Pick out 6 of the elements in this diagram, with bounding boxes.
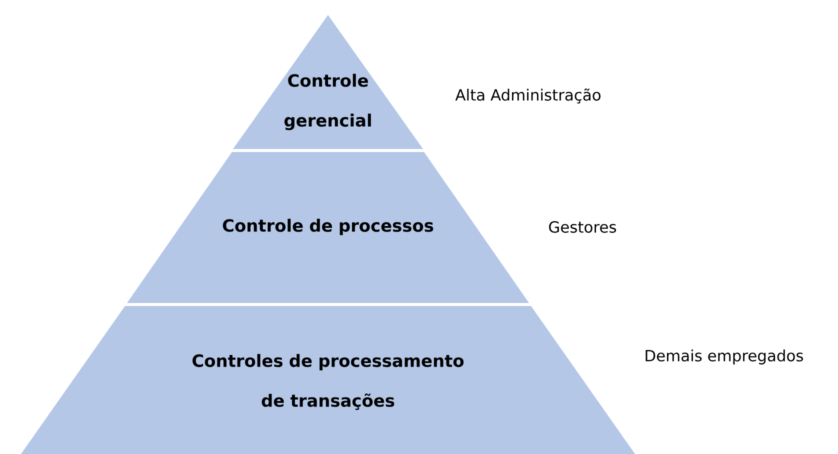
side-label: Demais empregados xyxy=(646,350,804,364)
side-label: Gestores xyxy=(549,221,616,233)
pyramid-level: Controle gerencial xyxy=(233,15,423,149)
pyramid-level: Controle de processos xyxy=(127,152,529,303)
pyramid-level: Controles de processamento de transações xyxy=(21,306,635,454)
side-label: Alta Administração xyxy=(455,88,600,104)
